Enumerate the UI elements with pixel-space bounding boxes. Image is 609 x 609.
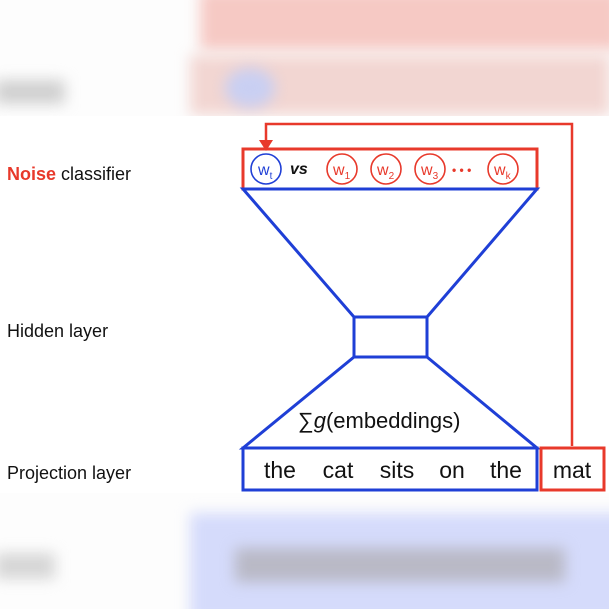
hidden-layer-box xyxy=(352,315,429,359)
noise-classifier-label: Noise classifier xyxy=(7,164,131,185)
context-word-2: cat xyxy=(323,457,354,483)
blurred-circle xyxy=(225,68,275,108)
noise-token-1: w1 xyxy=(332,162,351,182)
noise-circle-2 xyxy=(370,153,402,185)
upper-funnel xyxy=(239,187,541,319)
diagram-panel: Noise classifier Hidden layer Projection… xyxy=(0,116,609,493)
blurred-top-backdrop xyxy=(0,0,609,116)
context-word-5: the xyxy=(490,457,522,483)
lower-funnel xyxy=(238,355,542,450)
blurred-text-row xyxy=(235,548,565,582)
vs-text: vs xyxy=(290,161,308,178)
target-word: mat xyxy=(553,457,592,483)
context-word-1: the xyxy=(264,457,296,483)
classifier-word: classifier xyxy=(56,164,132,184)
context-word-3: sits xyxy=(380,457,415,483)
noise-token-2: w2 xyxy=(376,162,395,182)
blurred-red-bar xyxy=(200,0,609,50)
hidden-layer-label: Hidden layer xyxy=(7,321,109,341)
noise-word: Noise xyxy=(7,164,57,184)
aggregation-label: ∑g(embeddings) xyxy=(298,408,460,433)
target-word-box xyxy=(539,446,606,492)
noise-circle-1 xyxy=(326,153,358,185)
network-diagram: wt vs w1 w2 w3 • • • wk ∑g(embeddings) t… xyxy=(238,122,606,492)
projection-box xyxy=(241,446,539,492)
blurred-label xyxy=(0,553,55,579)
feedback-arrow-head xyxy=(259,140,273,151)
feedback-arrow-line xyxy=(264,122,574,446)
ellipsis-dots: • • • xyxy=(452,163,471,177)
noise-circle-3 xyxy=(414,153,446,185)
context-word-4: on xyxy=(439,457,465,483)
blurred-bottom-backdrop xyxy=(0,493,609,609)
noise-token-3: w3 xyxy=(420,162,439,182)
blurred-label xyxy=(0,80,65,104)
noise-circle-k xyxy=(487,153,519,185)
noise-token-k: wk xyxy=(493,162,512,182)
projection-layer-label: Projection layer xyxy=(7,463,132,483)
target-word-token: wt xyxy=(257,162,273,182)
target-circle xyxy=(250,153,282,185)
